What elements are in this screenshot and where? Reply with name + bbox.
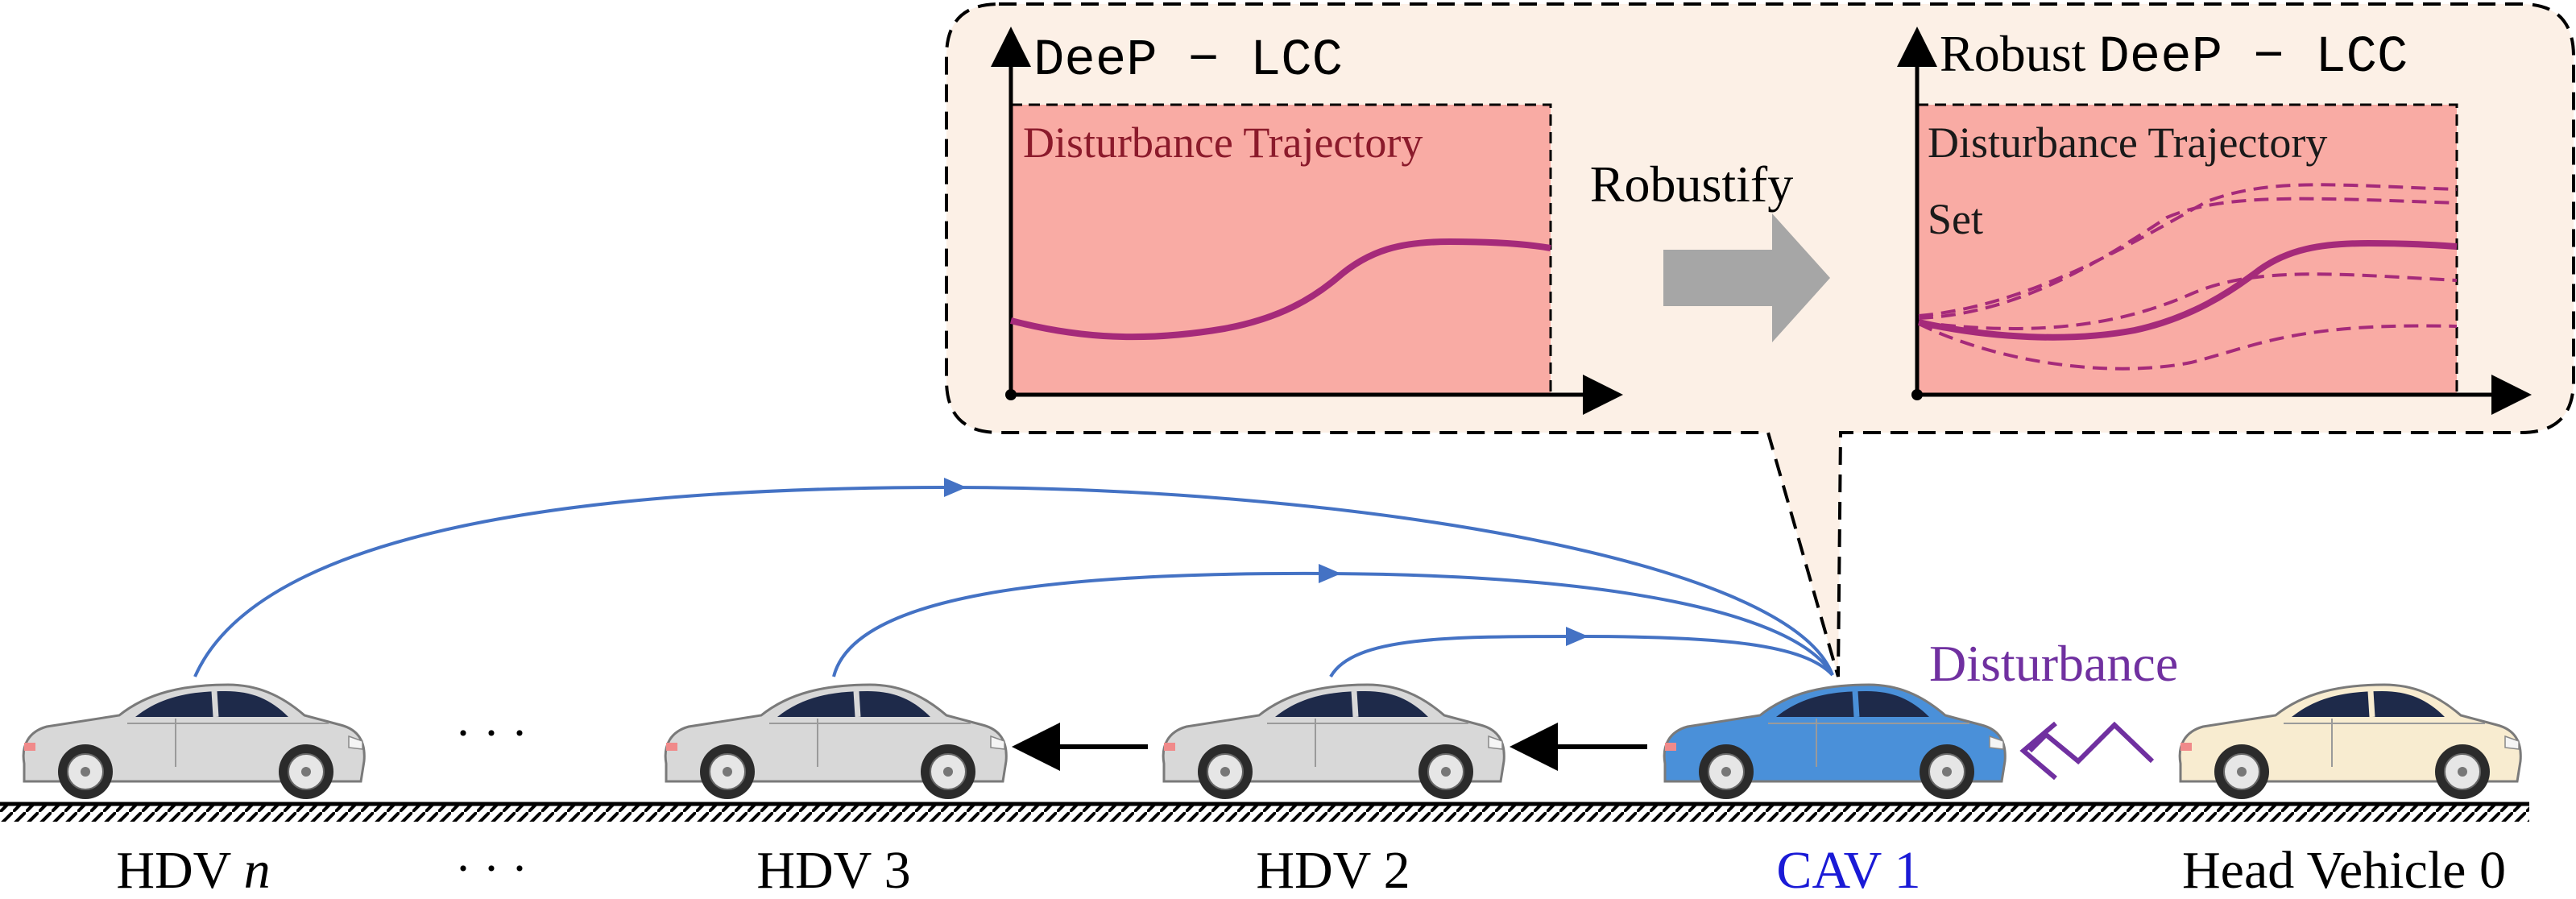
vehicle-head-vehicle-0 [2180, 685, 2520, 799]
left-trajectory [1009, 238, 1551, 341]
disturbance-zigzag-icon [2027, 721, 2155, 765]
platoon-ellipsis: · · · [455, 706, 528, 760]
vehicle-label-hdv-3: HDV 3 [756, 841, 910, 899]
road-hatch [0, 806, 2529, 822]
vehicle-label-head-vehicle-0: Head Vehicle 0 [2182, 841, 2506, 899]
robustify-label: Robustify [1590, 155, 1793, 213]
vehicle-label-cav-1: CAV 1 [1776, 841, 1920, 899]
vehicle-cav-1 [1664, 685, 2005, 799]
right-box-label-line2: Set [1928, 195, 1983, 243]
vehicle-hdv-n [23, 685, 364, 799]
comm-link-hdv-3 [832, 571, 1834, 677]
right-bound-upper [1918, 183, 2458, 317]
comm-link-hdv-n [193, 485, 1834, 677]
disturbance-label: Disturbance [1929, 635, 2178, 692]
robustify-transition: Robustify [1590, 155, 1830, 342]
right-origin-dot [1911, 389, 1923, 400]
right-trajectory [1918, 239, 2458, 341]
left-plot: DeeP − LCC Disturbance Trajectory [991, 27, 1623, 415]
communication-arrowheads [944, 478, 1588, 646]
vehicle-hdv-2 [1163, 685, 1504, 799]
communication-links [193, 485, 1834, 677]
road [0, 802, 2529, 822]
robustify-arrow [1663, 213, 1830, 342]
right-bound-top [1918, 197, 2458, 320]
label-ellipsis: · · · [455, 842, 528, 895]
vehicle-label-hdv-n: HDV n [116, 841, 270, 899]
comm-arrowhead-hdv-n [944, 478, 967, 497]
comm-arrowhead-hdv-2 [1566, 627, 1588, 646]
right-box-label-line1: Disturbance Trajectory [1928, 118, 2327, 167]
comm-link-hdv-2 [1329, 634, 1834, 677]
vehicle-label-hdv-2: HDV 2 [1256, 841, 1410, 899]
disturbance-arrowhead [2019, 721, 2057, 781]
left-plot-title: DeeP − LCC [1033, 32, 1343, 90]
right-plot-title: Robust DeeP − LCC [1940, 25, 2408, 87]
disturbance: Disturbance [1929, 635, 2178, 781]
comm-arrowhead-hdv-3 [1319, 564, 1341, 583]
left-origin-dot [1005, 389, 1017, 400]
vehicle-hdv-3 [665, 685, 1006, 799]
right-plot: Robust DeeP − LCC Disturbance Trajectory… [1897, 25, 2532, 415]
vehicle-labels: HDV n HDV 3 HDV 2 CAV 1 Head Vehicle 0 · · · [116, 841, 2506, 899]
vehicle-layer [23, 685, 2520, 799]
left-box-label: Disturbance Trajectory [1023, 118, 1423, 167]
right-bound-low [1918, 322, 2458, 371]
left-disturbance-box [1009, 103, 1552, 396]
right-bound-mid [1918, 272, 2458, 330]
